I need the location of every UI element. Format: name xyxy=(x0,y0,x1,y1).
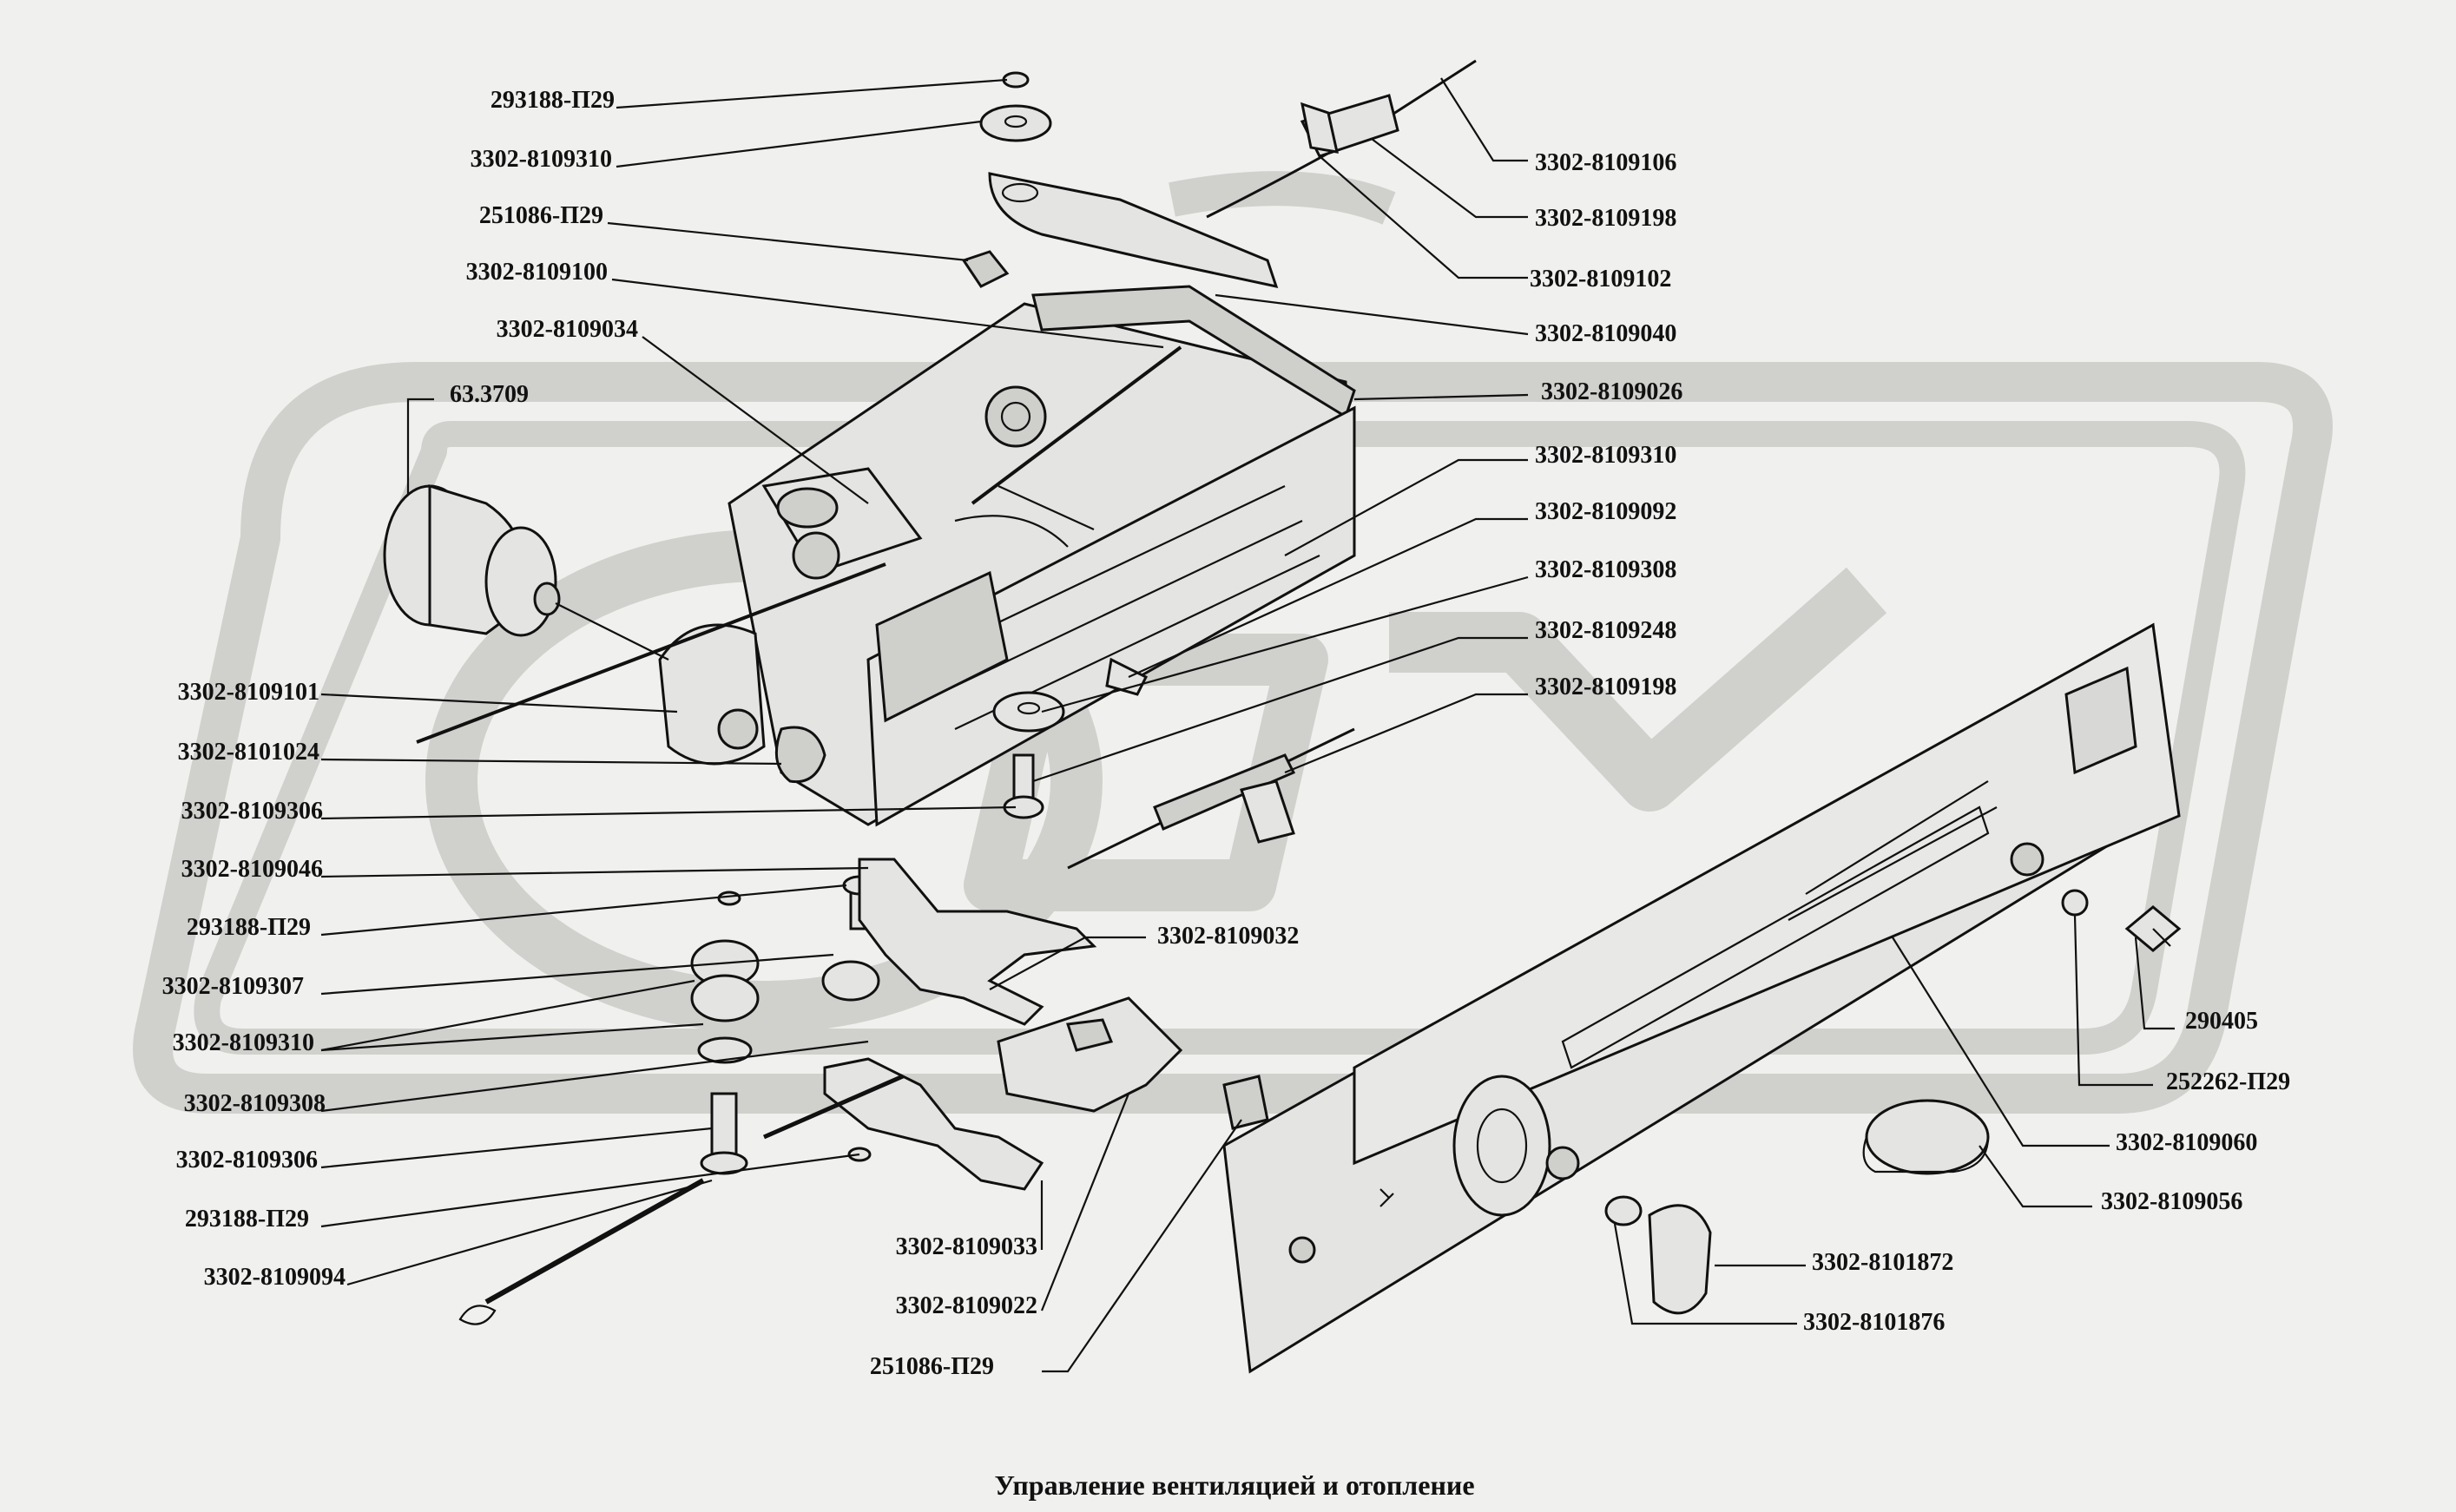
part-label: 3302-8109060 xyxy=(2116,1129,2257,1156)
part-label: 3302-8109026 xyxy=(1541,378,1682,405)
part-label: 3302-8109198 xyxy=(1535,205,1676,232)
part-label: 3302-8109308 xyxy=(184,1090,326,1117)
part-label: 3302-8109307 xyxy=(162,973,304,1000)
part-label: 3302-8109106 xyxy=(1535,149,1676,176)
part-label: 251086-П29 xyxy=(479,202,603,229)
part-label: 3302-8109102 xyxy=(1530,266,1671,293)
part-label: 251086-П29 xyxy=(870,1353,994,1380)
part-label: 3302-8109092 xyxy=(1535,498,1676,525)
part-label: 3302-8109101 xyxy=(178,679,319,706)
leader-lines xyxy=(320,77,2175,1373)
part-label: 3302-8109310 xyxy=(1535,442,1676,469)
part-label: 3302-8101876 xyxy=(1803,1309,1945,1336)
part-label: 3302-8109248 xyxy=(1535,617,1676,644)
watermark-logo xyxy=(133,171,2333,1114)
part-label: 3302-8109033 xyxy=(896,1233,1037,1260)
motor-63.3709 xyxy=(383,483,669,661)
part-label: 3302-8109022 xyxy=(896,1292,1037,1319)
labels-bottom-right: 290405 252262-П29 3302-8109060 3302-8109… xyxy=(1803,1008,2290,1336)
knobs-and-screw xyxy=(1604,889,2182,1315)
part-label: 63.3709 xyxy=(450,381,529,408)
part-label: 3302-8109040 xyxy=(1535,320,1676,347)
front-control-panel xyxy=(1222,622,2181,1374)
part-label: 3302-8109306 xyxy=(176,1147,318,1173)
part-label: 3302-8101872 xyxy=(1812,1249,1953,1276)
part-label: 3302-8109032 xyxy=(1157,923,1299,950)
part-label: 3302-8109100 xyxy=(466,259,608,286)
part-label: 252262-П29 xyxy=(2166,1068,2290,1095)
part-label: 3302-8109056 xyxy=(2101,1188,2242,1215)
part-label: 3302-8109306 xyxy=(181,798,323,825)
part-label: 293188-П29 xyxy=(187,914,311,941)
control-mechanism-assembly xyxy=(658,285,1356,827)
part-label: 3302-8109198 xyxy=(1535,674,1676,700)
part-label: 293188-П29 xyxy=(491,87,615,114)
rods-and-cables xyxy=(416,59,1477,870)
part-label: 3302-8109034 xyxy=(497,316,638,343)
part-label: 3302-8109046 xyxy=(181,856,323,883)
part-label: 3302-8109310 xyxy=(471,146,612,173)
diagram-caption: Управление вентиляцией и отопление xyxy=(994,1469,1474,1501)
part-label: 3302-8101024 xyxy=(178,739,319,766)
part-label: 3302-8109094 xyxy=(204,1264,346,1291)
labels-right: 3302-8109106 3302-8109198 3302-8109102 3… xyxy=(1530,149,1682,700)
part-label: 290405 xyxy=(2185,1008,2258,1035)
part-label: 3302-8109310 xyxy=(173,1029,314,1056)
labels-center: 3302-8109032 3302-8109033 3302-8109022 2… xyxy=(870,923,1299,1380)
lever-assemblies xyxy=(458,858,1183,1325)
part-label: 293188-П29 xyxy=(185,1206,309,1233)
part-label: 3302-8109308 xyxy=(1535,556,1676,583)
labels-left: 293188-П29 3302-8109310 251086-П29 3302-… xyxy=(162,87,638,1291)
